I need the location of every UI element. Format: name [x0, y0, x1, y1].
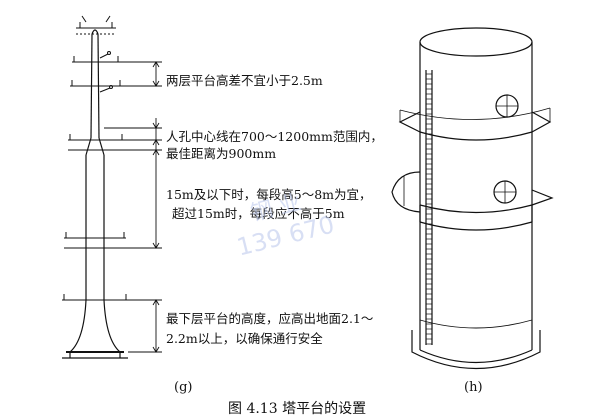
platform-1	[76, 22, 116, 35]
side-manhole	[391, 171, 421, 213]
height-difference-note: 两层平台高差不宜小于2.5m	[166, 73, 323, 88]
dimension-lines	[104, 61, 162, 353]
platform-3	[68, 134, 124, 151]
bottom-platform-note-line2: 2.2m以上，以确保通行安全	[166, 331, 323, 346]
middle-manhole	[493, 180, 517, 204]
middle-platform	[419, 189, 554, 231]
figure-caption: 图 4.13 塔平台的设置	[228, 401, 367, 417]
manhole-note-line2: 最佳距离为900mm	[166, 146, 277, 161]
platform-4	[64, 232, 126, 249]
panel-label-g: (g)	[174, 380, 193, 395]
platform-5	[62, 294, 128, 301]
upper-manhole	[495, 94, 519, 118]
base-ring	[411, 319, 541, 370]
upper-platform	[398, 107, 552, 141]
spacing-note-line1: 15m及以下时，每段高5～8m为宜，	[166, 187, 372, 202]
panel-label-h: (h)	[464, 380, 483, 395]
bottom-platform-note-line1: 最下层平台的高度，应高出地面2.1～	[166, 311, 374, 326]
platform-2	[70, 56, 122, 87]
tower-g	[62, 29, 128, 359]
ladder-rungs	[426, 73, 432, 345]
spacing-note-line2: 超过15m时，每段应不高于5m	[172, 206, 345, 221]
manhole-note-line1: 人孔中心线在700～1200mm范围内，	[166, 129, 383, 144]
